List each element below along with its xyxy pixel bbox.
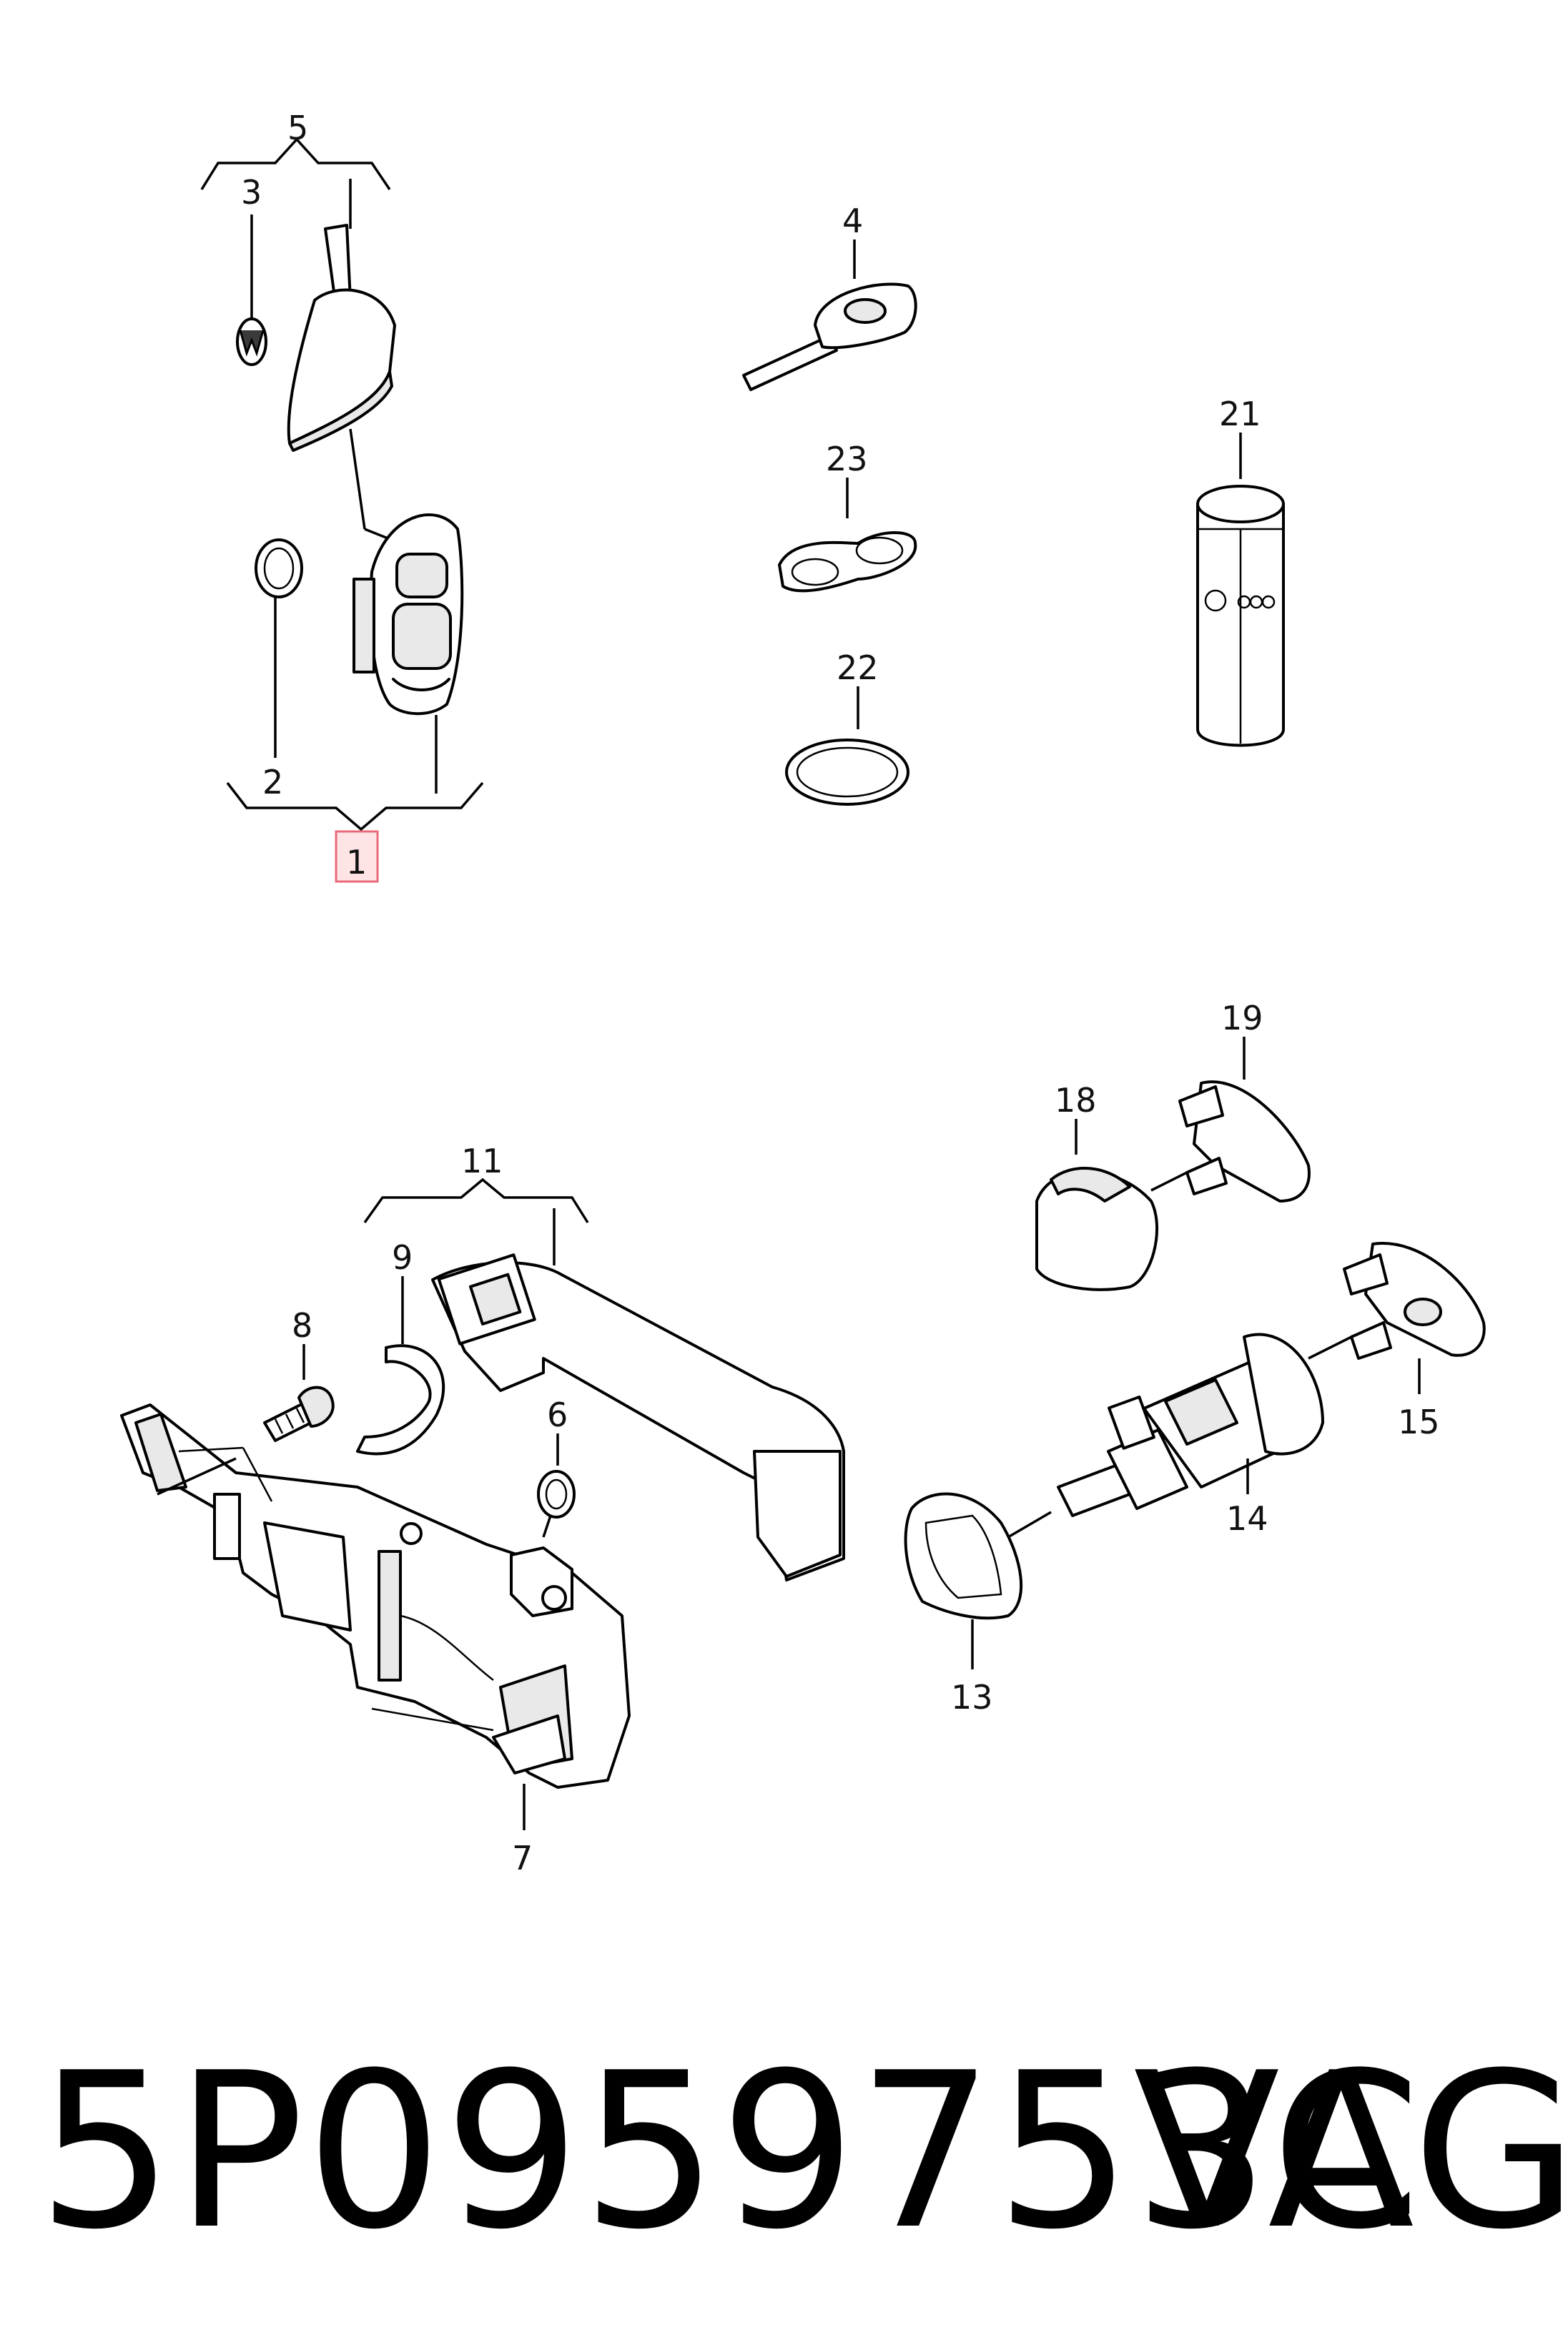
seal-23 — [778, 478, 917, 593]
callout-23: 23 — [826, 440, 868, 478]
o-ring-2 — [255, 538, 303, 598]
callout-6: 6 — [547, 1396, 568, 1434]
clip-9 — [356, 1344, 445, 1456]
callout-21: 21 — [1219, 395, 1261, 433]
callout-4: 4 — [842, 202, 863, 240]
callout-11: 11 — [461, 1142, 503, 1180]
bracket-5 — [200, 137, 391, 190]
cap-19 — [1150, 1080, 1311, 1203]
callout-3: 3 — [241, 173, 262, 212]
callout-22: 22 — [837, 648, 879, 687]
callout-2: 2 — [262, 763, 283, 801]
callout-1-highlight — [335, 830, 379, 883]
callout-7: 7 — [512, 1839, 533, 1877]
callout-19: 19 — [1221, 999, 1263, 1037]
callout-18: 18 — [1055, 1081, 1097, 1120]
bracket-1 — [226, 781, 484, 831]
callout-8: 8 — [292, 1306, 312, 1345]
handle-carrier-frame-7 — [120, 1403, 631, 1789]
outer-door-handle — [431, 1253, 845, 1581]
callout-labels: 5 3 2 1 4 23 22 21 19 18 11 9 8 6 15 14 … — [241, 109, 1440, 1877]
key-blank — [742, 240, 917, 391]
callout-5: 5 — [287, 109, 308, 147]
callout-14: 14 — [1226, 1499, 1268, 1538]
part-number: 5P0959753C — [37, 2027, 1423, 2276]
brand-label: VAG — [1133, 2027, 1568, 2276]
callout-15: 15 — [1398, 1403, 1440, 1441]
handle-carrier-assembly — [120, 1178, 845, 1830]
lubricant-can-21 — [1196, 433, 1285, 747]
cap-18 — [1035, 1167, 1158, 1291]
bracket-11 — [363, 1178, 589, 1224]
o-ring-22 — [785, 686, 909, 806]
remote-housing — [352, 513, 464, 716]
key-head-with-blade — [287, 224, 396, 452]
exploded-parts-diagram: 5 3 2 1 4 23 22 21 19 18 11 9 8 6 15 14 … — [120, 109, 1486, 1877]
callout-9: 9 — [392, 1238, 413, 1277]
callout-1: 1 — [346, 843, 367, 882]
gasket-13 — [904, 1492, 1023, 1620]
cap-15 — [1343, 1242, 1486, 1360]
lock-cylinder-assembly — [904, 1037, 1486, 1669]
screw-8 — [263, 1386, 335, 1442]
vw-emblem — [236, 317, 267, 366]
o-ring-6 — [537, 1470, 576, 1519]
lock-cylinder-14 — [1057, 1333, 1324, 1517]
caption: 5P0959753C VAG — [0, 2002, 1568, 2302]
callout-13: 13 — [951, 1678, 993, 1717]
remote-key-assembly — [200, 137, 484, 883]
